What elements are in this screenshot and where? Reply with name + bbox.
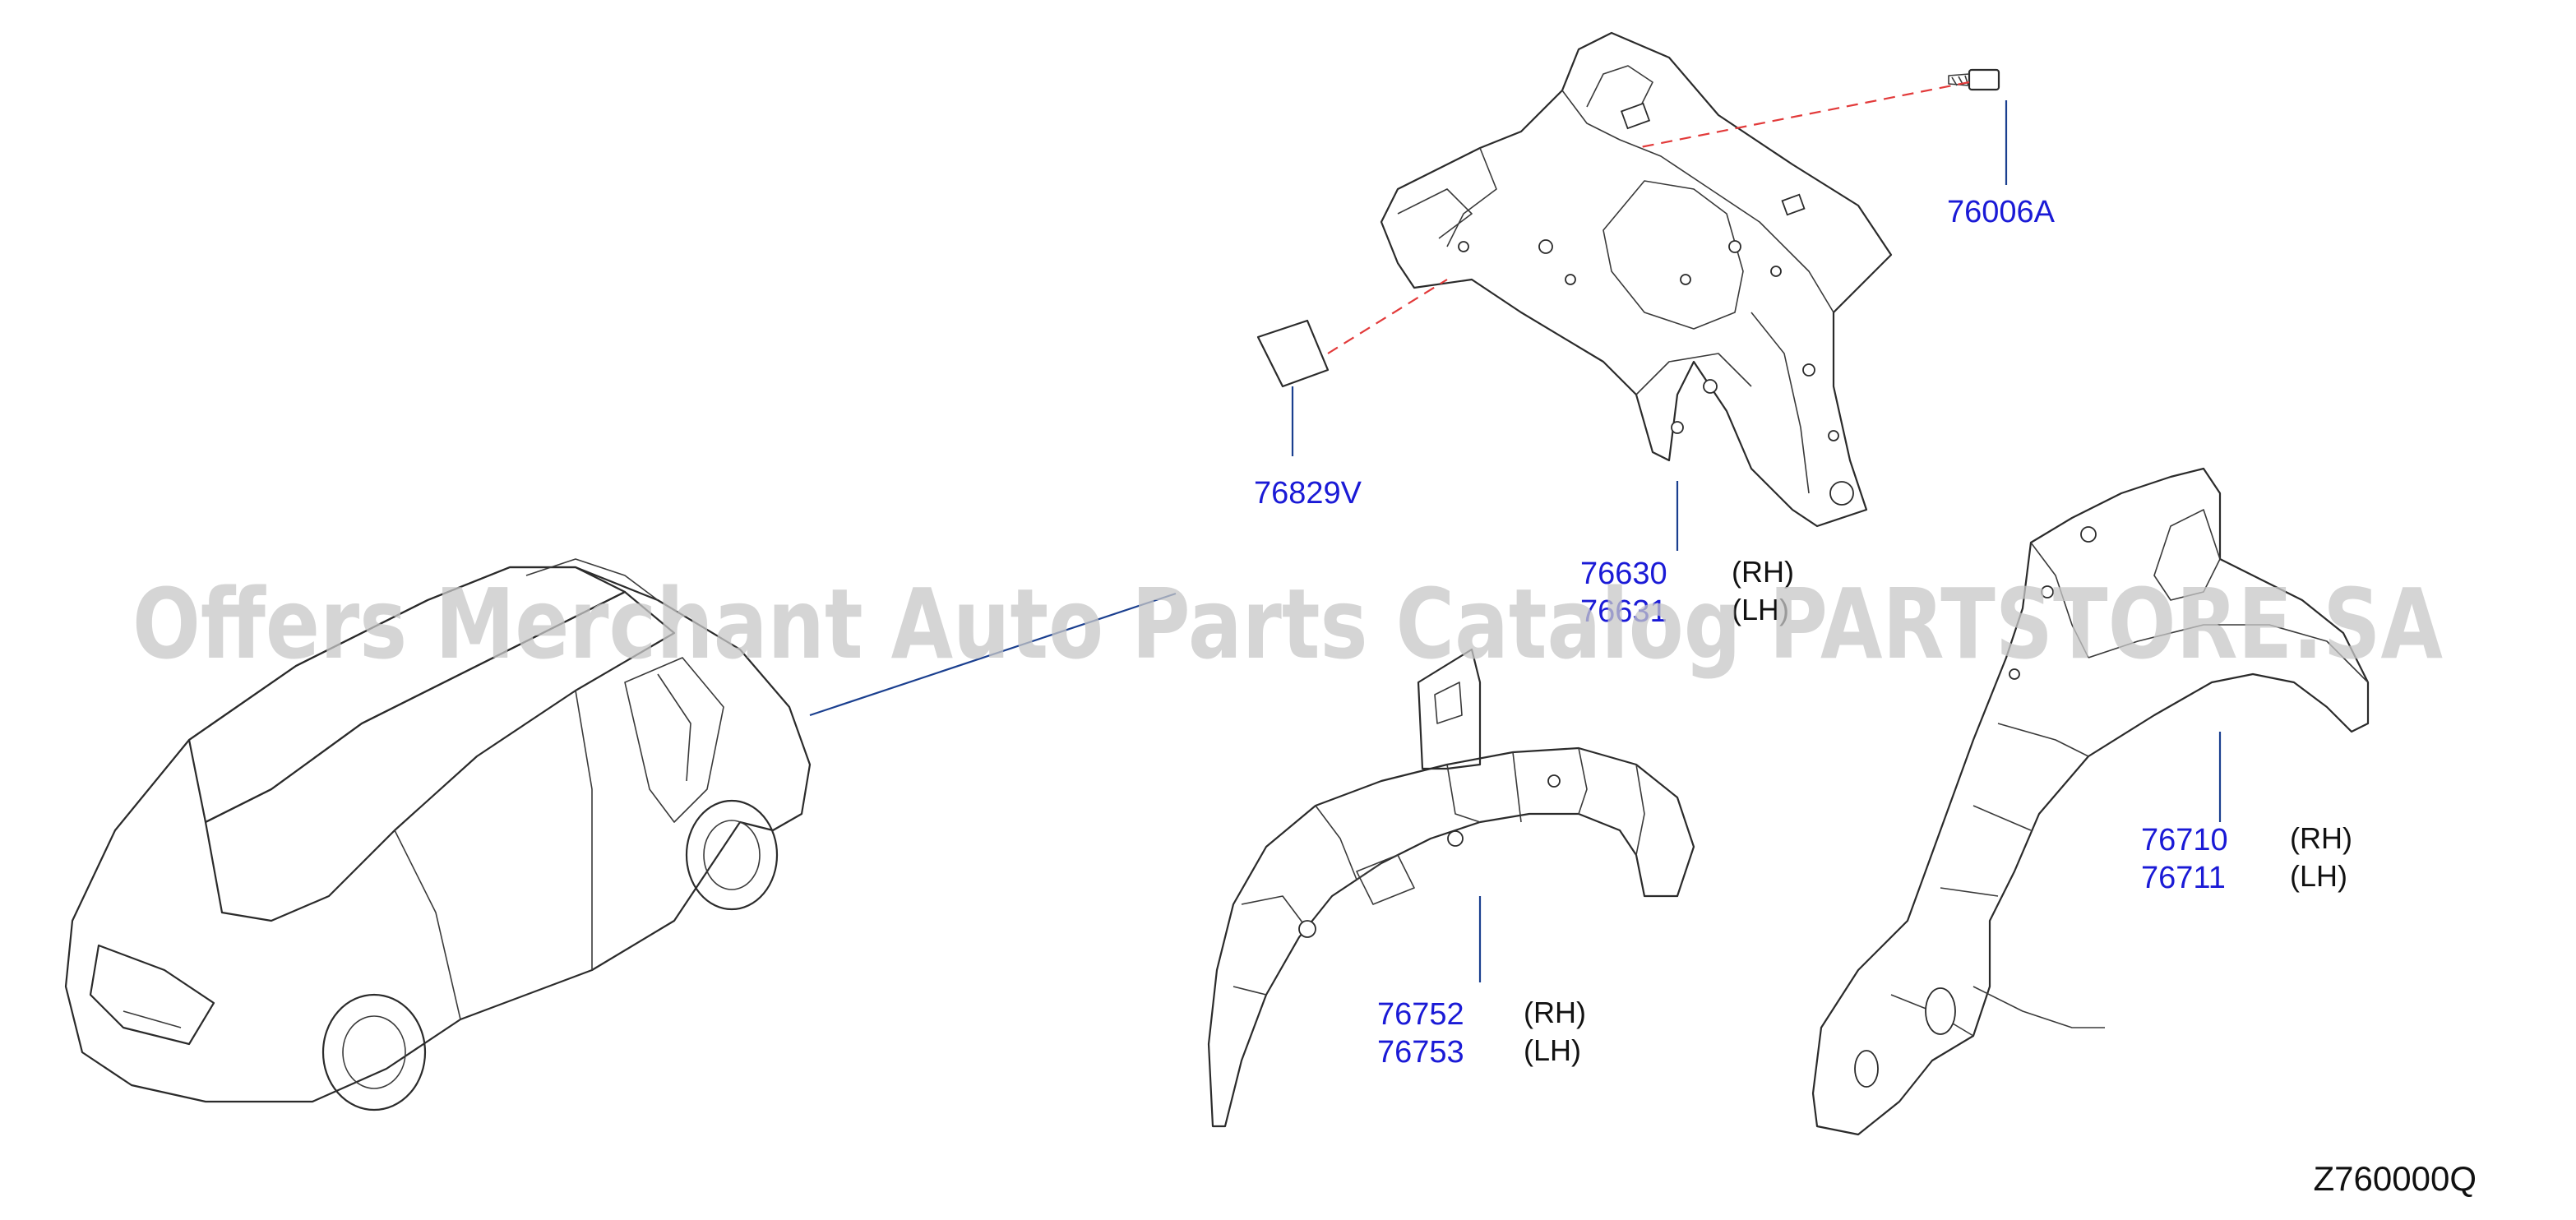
- pillar-part-number-lh[interactable]: 76631: [1580, 594, 1667, 629]
- bolt-dashed-line: [1635, 81, 1970, 150]
- pillar-lh-label: (LH): [1732, 593, 1789, 626]
- inner-housing-part-illustration: [1207, 648, 1695, 1128]
- vehicle-illustration: [64, 558, 812, 1111]
- seal-dashed-line: [1327, 279, 1448, 354]
- outer-housing-lh-label: (LH): [2290, 859, 2347, 893]
- pillar-part-number-rh[interactable]: 76630: [1580, 557, 1667, 591]
- outer-housing-rh-label: (RH): [2290, 821, 2352, 855]
- seal-part-illustration: [1256, 319, 1330, 388]
- outer-housing-part-number-rh[interactable]: 76710: [2141, 823, 2228, 857]
- seal-part-number[interactable]: 76829V: [1254, 476, 1362, 511]
- inner-housing-part-number-lh[interactable]: 76753: [1377, 1035, 1464, 1070]
- vehicle-leader-line: [809, 592, 1177, 717]
- pillar-rh-label: (RH): [1732, 555, 1794, 589]
- watermark-text: Offers Merchant Auto Parts Catalog PARTS…: [132, 567, 2443, 681]
- bolt-part-illustration: [1948, 68, 2000, 91]
- diagram-code: Z760000Q: [2314, 1159, 2477, 1198]
- inner-housing-rh-label: (RH): [1524, 996, 1586, 1029]
- inner-housing-part-number-rh[interactable]: 76752: [1377, 997, 1464, 1032]
- outer-housing-part-number-lh[interactable]: 76711: [2141, 861, 2226, 895]
- pillar-part-illustration: [1380, 31, 1893, 528]
- inner-housing-lh-label: (LH): [1524, 1033, 1581, 1067]
- bolt-part-number[interactable]: 76006A: [1947, 195, 2056, 229]
- outer-housing-part-illustration: [1811, 467, 2370, 1136]
